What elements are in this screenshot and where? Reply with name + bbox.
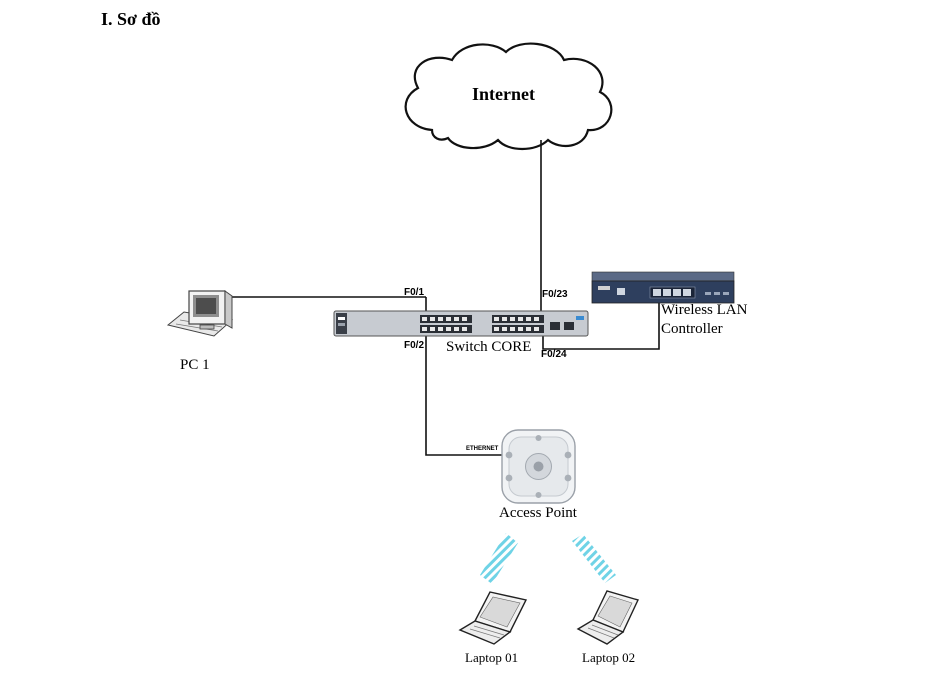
wireless-signal-right: [572, 534, 616, 583]
wlc-label-line2: Controller: [661, 321, 723, 337]
internet-cloud: [404, 42, 613, 151]
link-switch-wlc: [542, 303, 660, 350]
ap-ethernet-port-label: ETHERNET: [466, 446, 499, 452]
access-point-device: [501, 429, 576, 504]
access-point-label: Access Point: [499, 505, 577, 521]
laptop-01-label: Laptop 01: [465, 650, 519, 665]
internet-label: Internet: [472, 84, 535, 104]
laptop-01-device: [458, 591, 528, 645]
wlc-label-line1: Wireless LAN: [661, 302, 748, 318]
wireless-lan-controller-device: [591, 271, 735, 304]
port-f0-23-label: F0/23: [542, 289, 568, 300]
port-f0-1-label: F0/1: [404, 287, 425, 298]
switch-core-label: Switch CORE: [446, 339, 532, 355]
page-heading: I. Sơ đồ: [101, 9, 161, 29]
laptop-02-device: [576, 590, 639, 645]
pc-device: [166, 290, 234, 337]
laptop-02-label: Laptop 02: [582, 650, 636, 665]
link-switch-ap: [425, 335, 503, 456]
port-f0-2-label: F0/2: [404, 340, 425, 351]
wireless-signal-left: [480, 533, 518, 584]
port-f0-24-label: F0/24: [541, 349, 567, 360]
switch-core-device: [333, 310, 589, 337]
pc-label: PC 1: [180, 357, 210, 373]
